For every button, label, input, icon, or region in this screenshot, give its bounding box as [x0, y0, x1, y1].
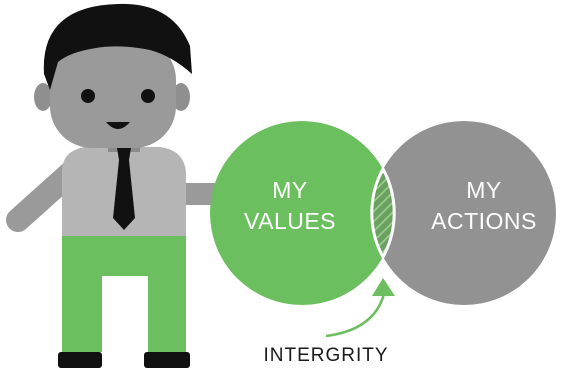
integrity-caption: INTERGRITY [263, 345, 388, 366]
person-smile [106, 122, 130, 129]
person-hair [43, 3, 193, 91]
values-label-line2: VALUES [244, 208, 336, 234]
person-right-ear [172, 83, 190, 111]
arrow-curve [325, 293, 386, 338]
person-right-eye [141, 89, 155, 103]
person-illustration [6, 3, 224, 368]
actions-circle [372, 121, 556, 305]
actions-label-line1: MY [466, 177, 502, 203]
actions-label-line2: ACTIONS [431, 208, 537, 234]
values-circle [210, 121, 394, 305]
person-tie [113, 148, 135, 230]
person-left-shoe [58, 352, 102, 368]
values-label-line1: MY [272, 177, 308, 203]
intersection-outline [370, 165, 396, 261]
person-left-eye [81, 89, 95, 103]
person-left-ear [34, 83, 52, 111]
person-right-shoe [144, 352, 190, 368]
arrow-head [372, 278, 395, 296]
person-pants [62, 236, 186, 352]
person-head [50, 38, 176, 148]
